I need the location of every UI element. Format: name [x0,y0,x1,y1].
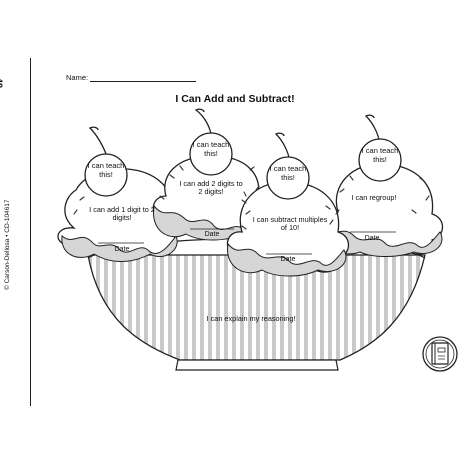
cherry-2-label: I can teach this! [192,140,230,158]
notebook-icon [422,336,458,372]
name-write-line[interactable] [90,81,196,82]
page-title: I Can Add and Subtract! [175,93,295,105]
scoop-1-date-label: Date [114,246,130,253]
scoop-3-date-label: Date [280,256,296,263]
scoop-3-statement: I can subtract multiples of 10! [252,215,328,233]
margin-rule [30,58,31,406]
name-label: Name: [66,73,89,82]
scoop-4-date-label: Date [364,235,380,242]
scoop-4-statement: I can regroup! [351,193,397,202]
cherry-3 [266,132,310,200]
cherry-1 [84,126,128,197]
scoop-3 [226,181,350,277]
cherry-4-label: I can teach this! [361,146,399,164]
cherry-1-label: I can teach this! [87,161,125,179]
scoop-2-date-label: Date [204,231,220,238]
scoop-2-statement: I can add 2 digits to 2 digits! [179,179,243,197]
cherry-3-label: I can teach this! [269,164,307,182]
cherry-4 [358,114,402,182]
scoop-1-statement: I can add 1 digit to 2 digits! [89,205,155,223]
bowl-statement: I can explain my reasoning! [206,314,296,323]
cherry-2 [189,108,233,176]
